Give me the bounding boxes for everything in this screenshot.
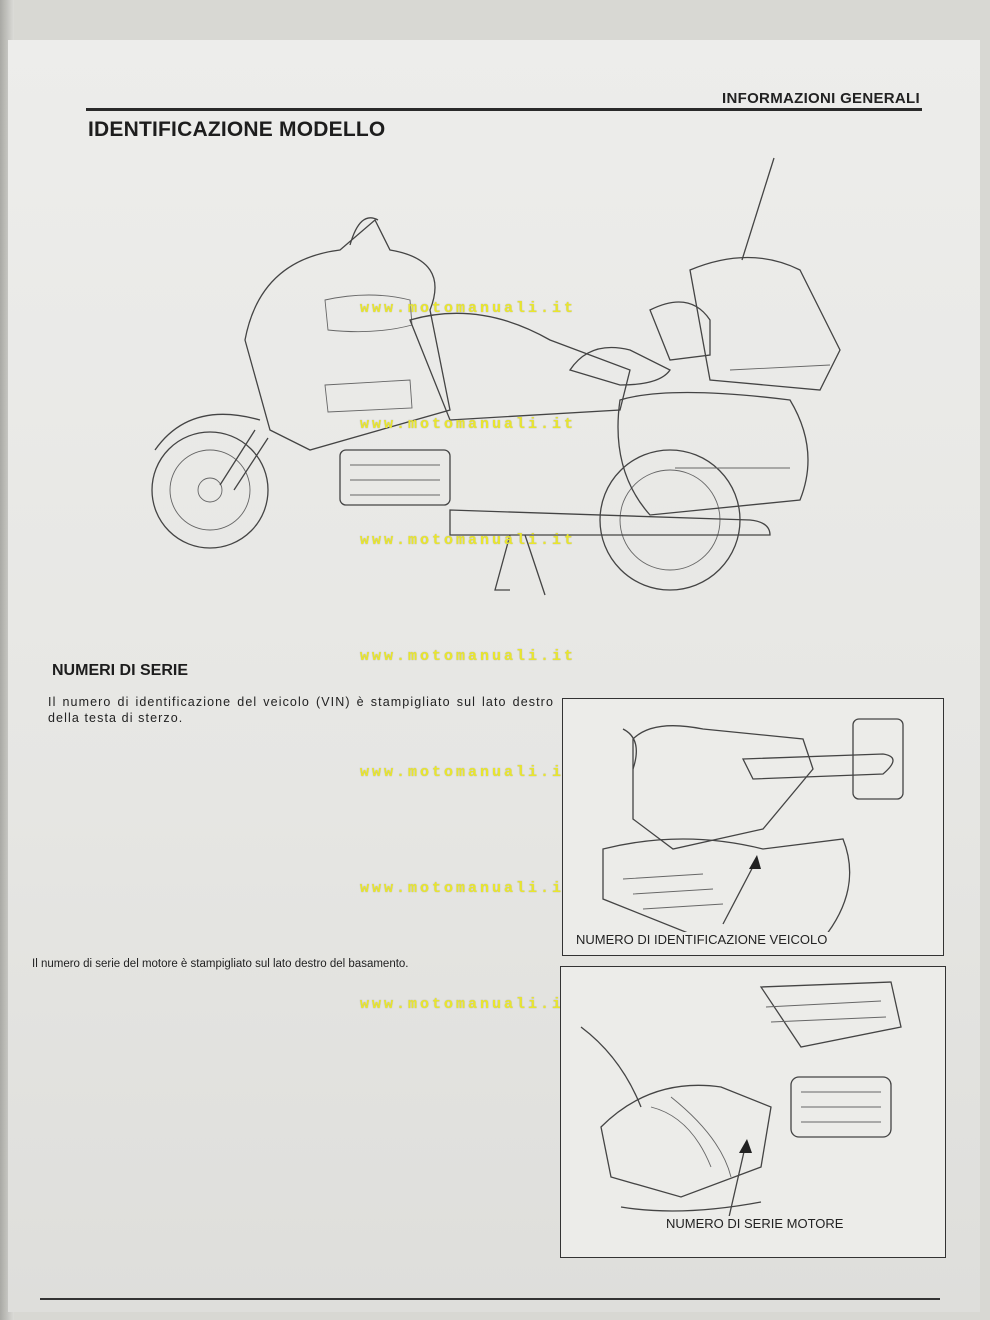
section-title: INFORMAZIONI GENERALI bbox=[722, 90, 920, 107]
page-title: IDENTIFICAZIONE MODELLO bbox=[88, 118, 386, 141]
watermark-7: www.motomanuali.it bbox=[360, 996, 577, 1013]
vin-figure bbox=[562, 698, 944, 956]
watermark-6: www.motomanuali.it bbox=[360, 880, 577, 897]
crankcase-icon bbox=[580, 981, 902, 1218]
watermark-4: www.motomanuali.it bbox=[360, 648, 577, 665]
engine-paragraph: Il numero di serie del motore è stampigl… bbox=[32, 958, 409, 970]
motorcycle-icon bbox=[151, 157, 841, 596]
vin-paragraph: Il numero di identificazione del veicolo… bbox=[48, 695, 554, 725]
watermark-2: www.motomanuali.it bbox=[360, 416, 577, 433]
watermark-5: www.motomanuali.it bbox=[360, 764, 577, 781]
bottom-rule bbox=[40, 1298, 940, 1300]
vin-label: NUMERO DI IDENTIFICAZIONE VEICOLO bbox=[574, 932, 830, 947]
engine-figure bbox=[560, 966, 946, 1258]
watermark-1: www.motomanuali.it bbox=[360, 300, 577, 317]
header-rule bbox=[86, 108, 922, 111]
watermark-3: www.motomanuali.it bbox=[360, 532, 577, 549]
engine-label: NUMERO DI SERIE MOTORE bbox=[664, 1216, 846, 1231]
steering-head-icon bbox=[602, 718, 904, 940]
serial-heading: NUMERI DI SERIE bbox=[52, 662, 189, 679]
